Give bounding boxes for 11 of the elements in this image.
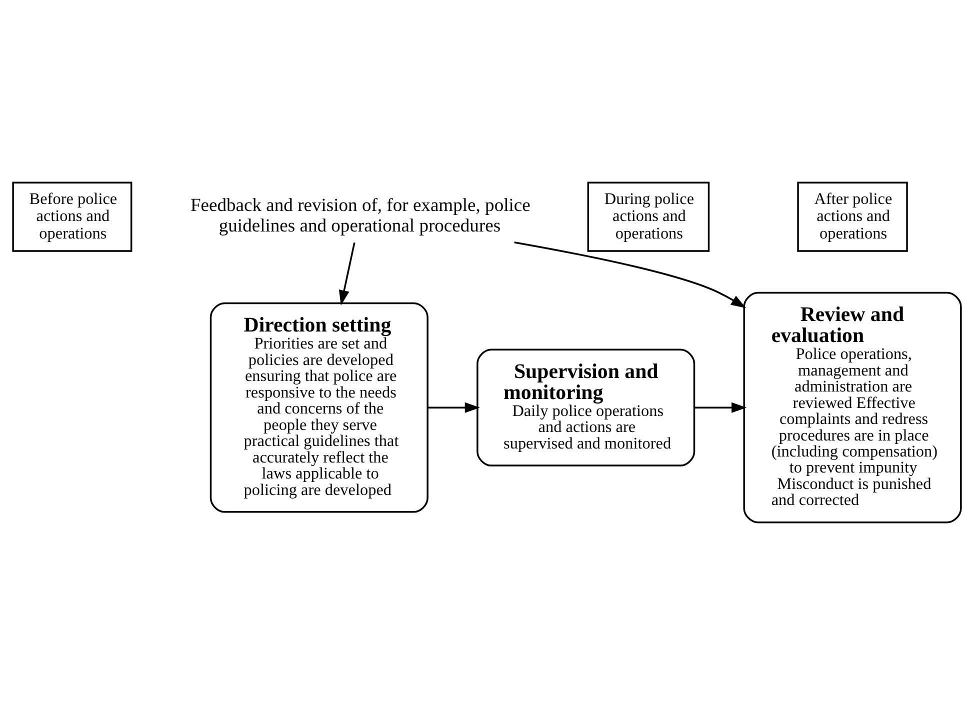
arrow [514, 241, 746, 308]
node-box: During police actions and operations [587, 181, 710, 252]
node-text: Feedback and revision of, for example, police guidelines and operational procedures [190, 194, 530, 236]
node-box: Review and evaluation Police operations, management and administration are reviewed Effective complaints and redress procedures are in place (including compensation) to prevent impunity Misconduct is punished and corrected [743, 291, 962, 523]
arrow [428, 402, 480, 412]
node-box: Direction setting Priorities are set and policies are developed ensuring that police are responsive to the needs and concerns of the people they serve practical guidelines that accurately reflect the laws applicable to policing are developed [210, 302, 428, 512]
node-box: Supervision and monitoring Daily police operations and actions are supervised and monitored [476, 348, 696, 466]
arrow [338, 242, 356, 305]
node-box: After police actions and operations [797, 181, 908, 252]
node-box: Before police actions and operations [12, 181, 132, 252]
arrow [694, 402, 747, 412]
